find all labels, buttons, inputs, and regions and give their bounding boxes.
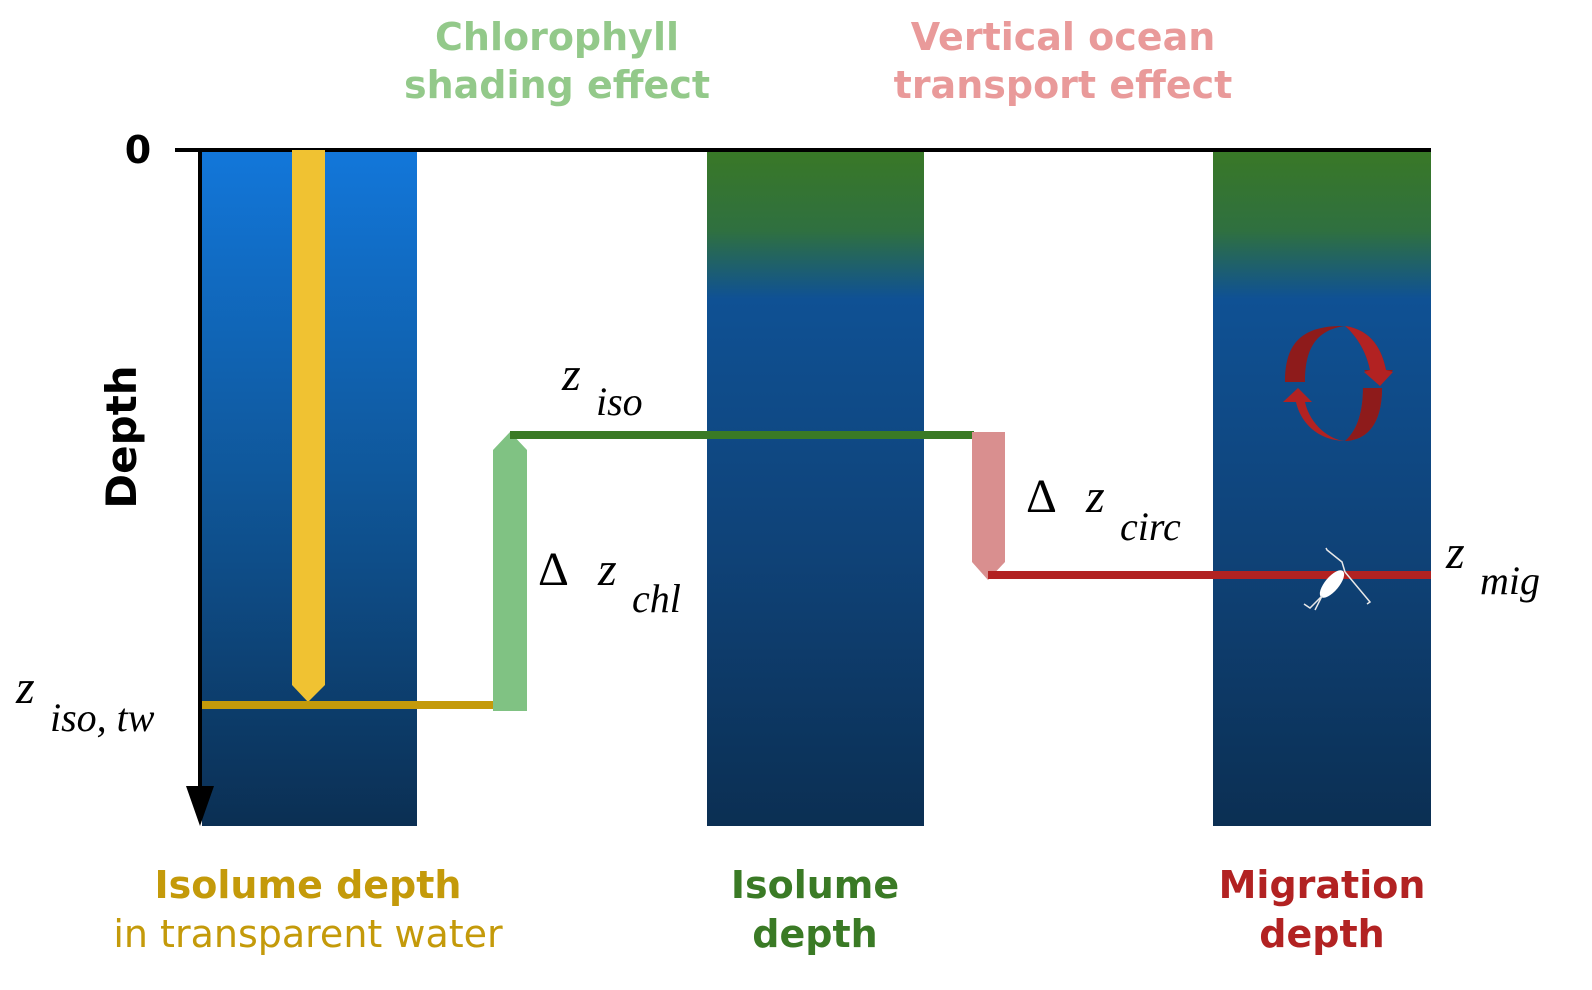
circulation-cycle-icon [1283,325,1393,441]
svg-text:z: z [1445,526,1465,579]
column-label-isolume: Isolume depth [731,863,899,956]
svg-text:Δ: Δ [538,543,569,596]
svg-text:circ: circ [1120,504,1181,549]
column-label-migration: Migration depth [1219,863,1426,956]
column-label-transparent: Isolume depth in transparent water [113,863,503,956]
svg-text:mig: mig [1480,558,1540,603]
depth-axis-label: Depth [97,365,146,508]
svg-text:Isolume depth: Isolume depth [155,863,462,907]
svg-text:depth: depth [752,912,877,956]
z-iso-label: z iso [561,348,643,424]
isolume-column [707,150,924,826]
copepod-icon [1303,547,1372,611]
svg-text:z: z [15,661,35,714]
svg-text:z: z [597,543,617,596]
svg-text:Isolume: Isolume [731,863,899,907]
svg-text:Migration: Migration [1219,863,1426,907]
circulation-arrow [972,432,1005,580]
z-mig-label: z mig [1445,526,1540,603]
svg-text:z: z [1085,470,1105,523]
svg-text:iso: iso [596,379,643,424]
delta-z-chl-label: Δ z chl [538,543,681,621]
depth-arrowhead-icon [186,786,214,826]
chlorophyll-shading-arrow [493,432,527,711]
delta-z-circ-label: Δ z circ [1026,470,1181,549]
svg-text:depth: depth [1259,912,1384,956]
zero-label: 0 [125,128,151,172]
svg-text:in transparent water: in transparent water [113,912,503,956]
svg-text:Δ: Δ [1026,470,1057,523]
transparent-water-arrow [292,150,325,702]
svg-text:z: z [561,348,581,401]
z-iso-tw-label: z iso, tw [15,661,155,740]
migration-column [1213,150,1431,826]
svg-text:chl: chl [632,576,681,621]
svg-text:iso, tw: iso, tw [50,695,155,740]
